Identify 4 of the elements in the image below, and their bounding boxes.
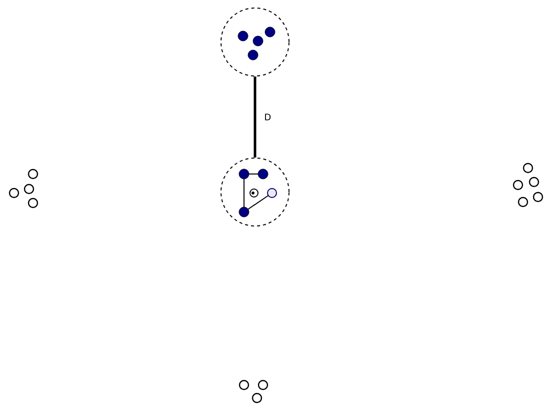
edge-label: D [263,112,272,122]
dashed-circle [220,158,290,226]
dashed-circle [220,8,290,76]
connector-line [254,76,256,158]
